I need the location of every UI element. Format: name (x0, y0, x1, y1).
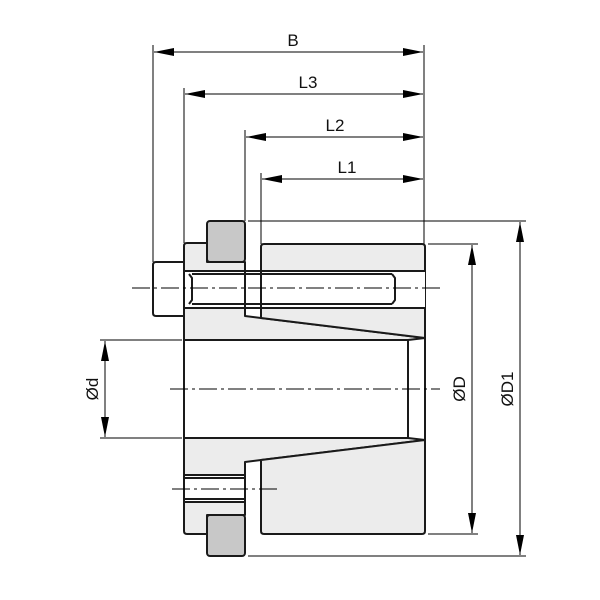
clamp-ring-bottom (206, 514, 246, 557)
bolt-head (152, 261, 185, 317)
extension-lines (100, 45, 526, 557)
label-L2: L2 (326, 116, 345, 135)
label-d: Ød (83, 378, 102, 401)
screw-bore-upper (184, 270, 425, 309)
label-D1: ØD1 (498, 372, 517, 407)
outer-ring-lower (260, 439, 426, 535)
inner-ring-lower (183, 437, 426, 535)
label-D: ØD (450, 376, 469, 402)
clamp-ring-top (206, 220, 246, 263)
label-L1: L1 (338, 158, 357, 177)
label-B: B (287, 31, 298, 50)
dimension-lines (101, 48, 524, 555)
label-L3: L3 (299, 73, 318, 92)
